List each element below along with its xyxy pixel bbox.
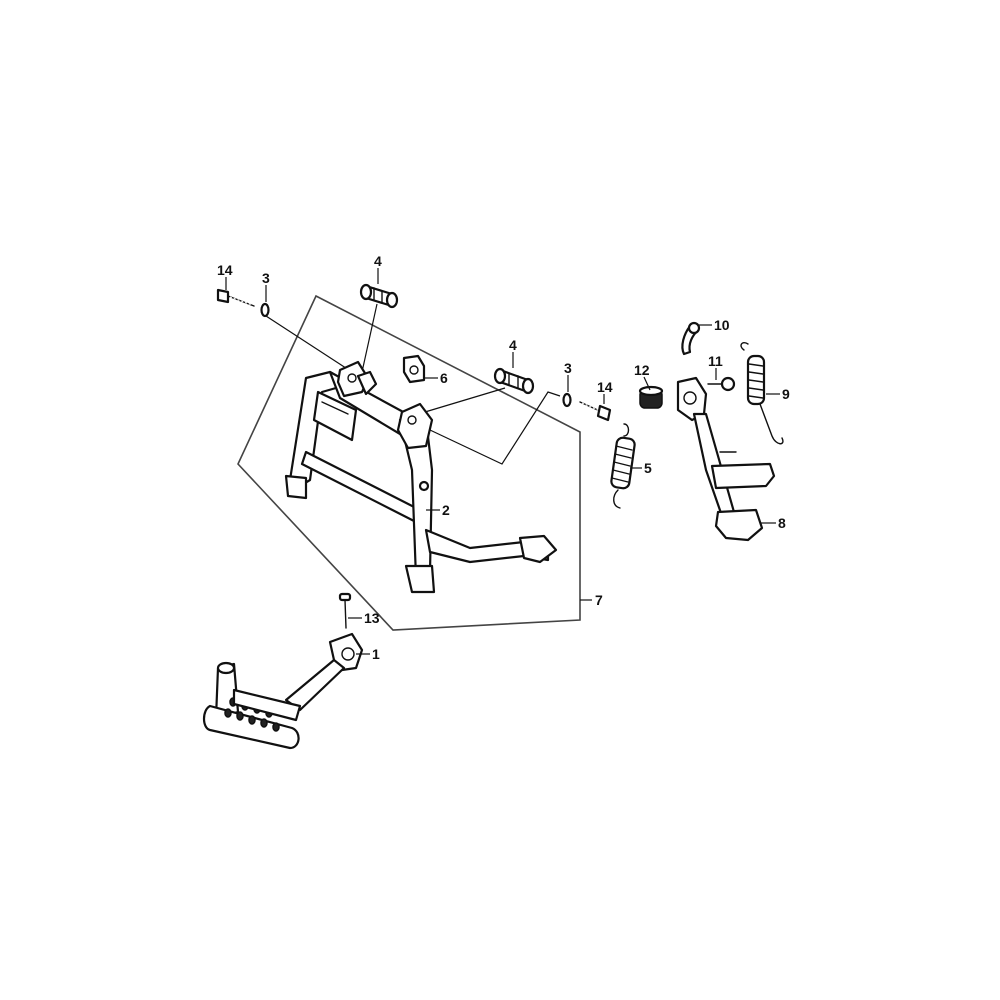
clip-10 — [681, 321, 701, 356]
cap-12 — [638, 385, 664, 409]
bolt-14-left — [216, 288, 255, 307]
bolt-14-right — [579, 401, 612, 422]
callout-14-left: 14 — [217, 262, 233, 278]
main-stand-2 — [284, 360, 558, 594]
callout-1: 1 — [372, 646, 380, 662]
leader-12 — [643, 376, 651, 391]
washer-3-right — [562, 392, 572, 408]
spring-5 — [610, 423, 636, 509]
bushing-4-left — [359, 283, 399, 309]
leader-washer-right — [429, 391, 561, 465]
callout-3-left: 3 — [262, 270, 270, 286]
callout-2: 2 — [442, 502, 450, 518]
callout-4-right: 4 — [509, 337, 517, 353]
callout-6: 6 — [440, 370, 448, 386]
side-stand-8 — [676, 376, 776, 542]
bolt-11 — [707, 376, 736, 392]
callout-11: 11 — [708, 353, 723, 369]
callout-5: 5 — [644, 460, 652, 476]
spring-9 — [740, 341, 784, 445]
callout-13: 13 — [364, 610, 380, 626]
callout-4-left: 4 — [374, 253, 382, 269]
callout-8: 8 — [778, 515, 786, 531]
callout-7: 7 — [595, 592, 603, 608]
leader-bushing-right — [414, 387, 506, 416]
callout-12: 12 — [634, 362, 650, 378]
bushing-4-right — [493, 367, 535, 395]
assembly-7-outline — [237, 294, 581, 631]
bracket-6 — [402, 354, 426, 384]
bolt-13 — [338, 592, 352, 629]
callout-14-right: 14 — [597, 379, 613, 395]
callout-3-right: 3 — [564, 360, 572, 376]
leader-bushing-left — [361, 303, 378, 373]
callout-10: 10 — [714, 317, 730, 333]
leader-washer-left — [265, 315, 353, 373]
kick-starter-1 — [202, 632, 364, 750]
washer-3-left — [260, 302, 270, 318]
callout-9: 9 — [782, 386, 790, 402]
